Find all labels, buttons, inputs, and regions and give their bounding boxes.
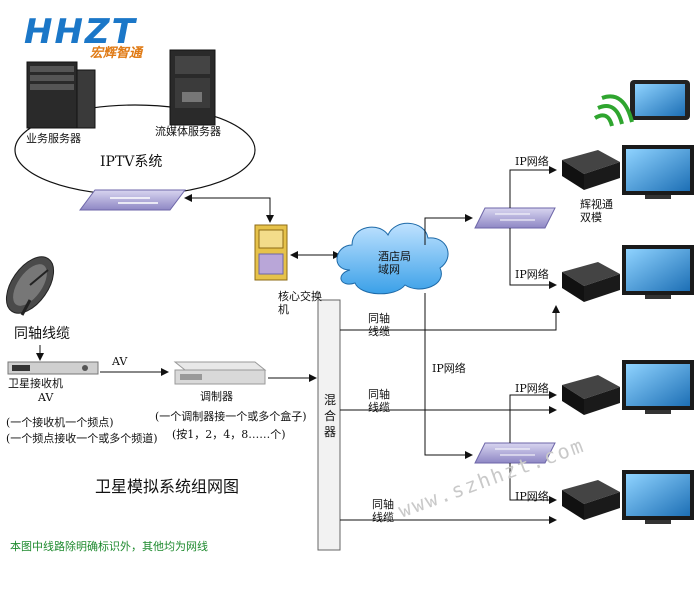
core-switch-label: 核心交换机 (278, 290, 322, 316)
coax-cable-label-top: 同轴线缆 (14, 326, 70, 342)
link-upper-switch-to-box2 (509, 228, 557, 289)
tv-4-icon (622, 470, 694, 524)
ip-network-label-2: IP网络 (515, 268, 549, 281)
tablet-icon (630, 80, 690, 120)
ip-network-label-5: IP网络 (515, 490, 549, 503)
coax-cable-label-2: 同轴线缆 (368, 388, 390, 414)
modulator-note-1: (一个调制器接一个或多个盒子) (155, 410, 307, 423)
receiver-note-1: (一个接收机一个频点) (6, 416, 114, 429)
lower-switch-icon (474, 442, 556, 464)
modulator-note-2: (按1，2，4，8……个) (172, 428, 286, 441)
iptv-system-label: IPTV系统 (100, 154, 163, 170)
link-lan-to-lower-switch (424, 293, 473, 459)
logo-mark: HHZT (24, 12, 137, 52)
modulator-icon (173, 361, 267, 385)
hotel-lan-cloud-icon (336, 222, 449, 295)
iptv-switch-icon (79, 189, 186, 211)
link-lower-switch-to-box3 (509, 391, 557, 443)
link-upper-switch-to-box1 (509, 166, 557, 208)
coax-cable-label-1: 同轴线缆 (368, 312, 390, 338)
coax-cable-label-3: 同轴线缆 (372, 498, 394, 524)
link-mixer-to-box2 (340, 305, 560, 331)
ip-network-label-1: IP网络 (515, 155, 549, 168)
av-label-right: AV (112, 355, 128, 368)
link-lan-to-upper-switch (424, 214, 473, 245)
hotel-lan-label: 酒店局域网 (378, 250, 411, 276)
av-label-left: AV (38, 391, 54, 404)
ip-network-label-3: IP网络 (432, 362, 466, 375)
streaming-server-label: 流媒体服务器 (155, 125, 221, 138)
set-top-box-2-icon (562, 262, 620, 302)
tv-3-icon (622, 360, 694, 414)
footnote: 本图中线路除明确标识外，其他均为网线 (10, 540, 208, 553)
business-server-icon (26, 61, 96, 129)
receiver-note-2: (一个频点接收一个或多个频道) (6, 432, 158, 445)
set-top-box-3-icon (562, 375, 620, 415)
upper-switch-icon (474, 207, 556, 229)
mixer-box (317, 299, 341, 551)
link-switch-to-core (184, 194, 274, 223)
satellite-receiver-label: 卫星接收机 (8, 377, 63, 390)
huishitong-dual-label: 辉视通双模 (580, 198, 613, 224)
modulator-label: 调制器 (200, 390, 233, 403)
logo-subtitle: 宏辉智通 (90, 46, 143, 61)
link-lower-switch-to-box4 (509, 463, 557, 504)
tv-2-icon (622, 245, 694, 299)
mixer-label: 混合器 (323, 393, 336, 439)
streaming-server-icon (169, 49, 216, 126)
tv-1-icon (622, 145, 694, 199)
ip-network-label-4: IP网络 (515, 382, 549, 395)
set-top-box-4-icon (562, 480, 620, 520)
brand-logo: HHZT 宏辉智通 (24, 12, 142, 61)
satellite-receiver-icon (7, 361, 99, 375)
core-switch-icon (254, 224, 288, 281)
diagram-title: 卫星模拟系统组网图 (95, 477, 240, 496)
wifi-signal-icon (593, 94, 634, 127)
business-server-label: 业务服务器 (26, 132, 81, 145)
set-top-box-1-icon (562, 150, 620, 190)
satellite-dish-icon (5, 256, 55, 316)
